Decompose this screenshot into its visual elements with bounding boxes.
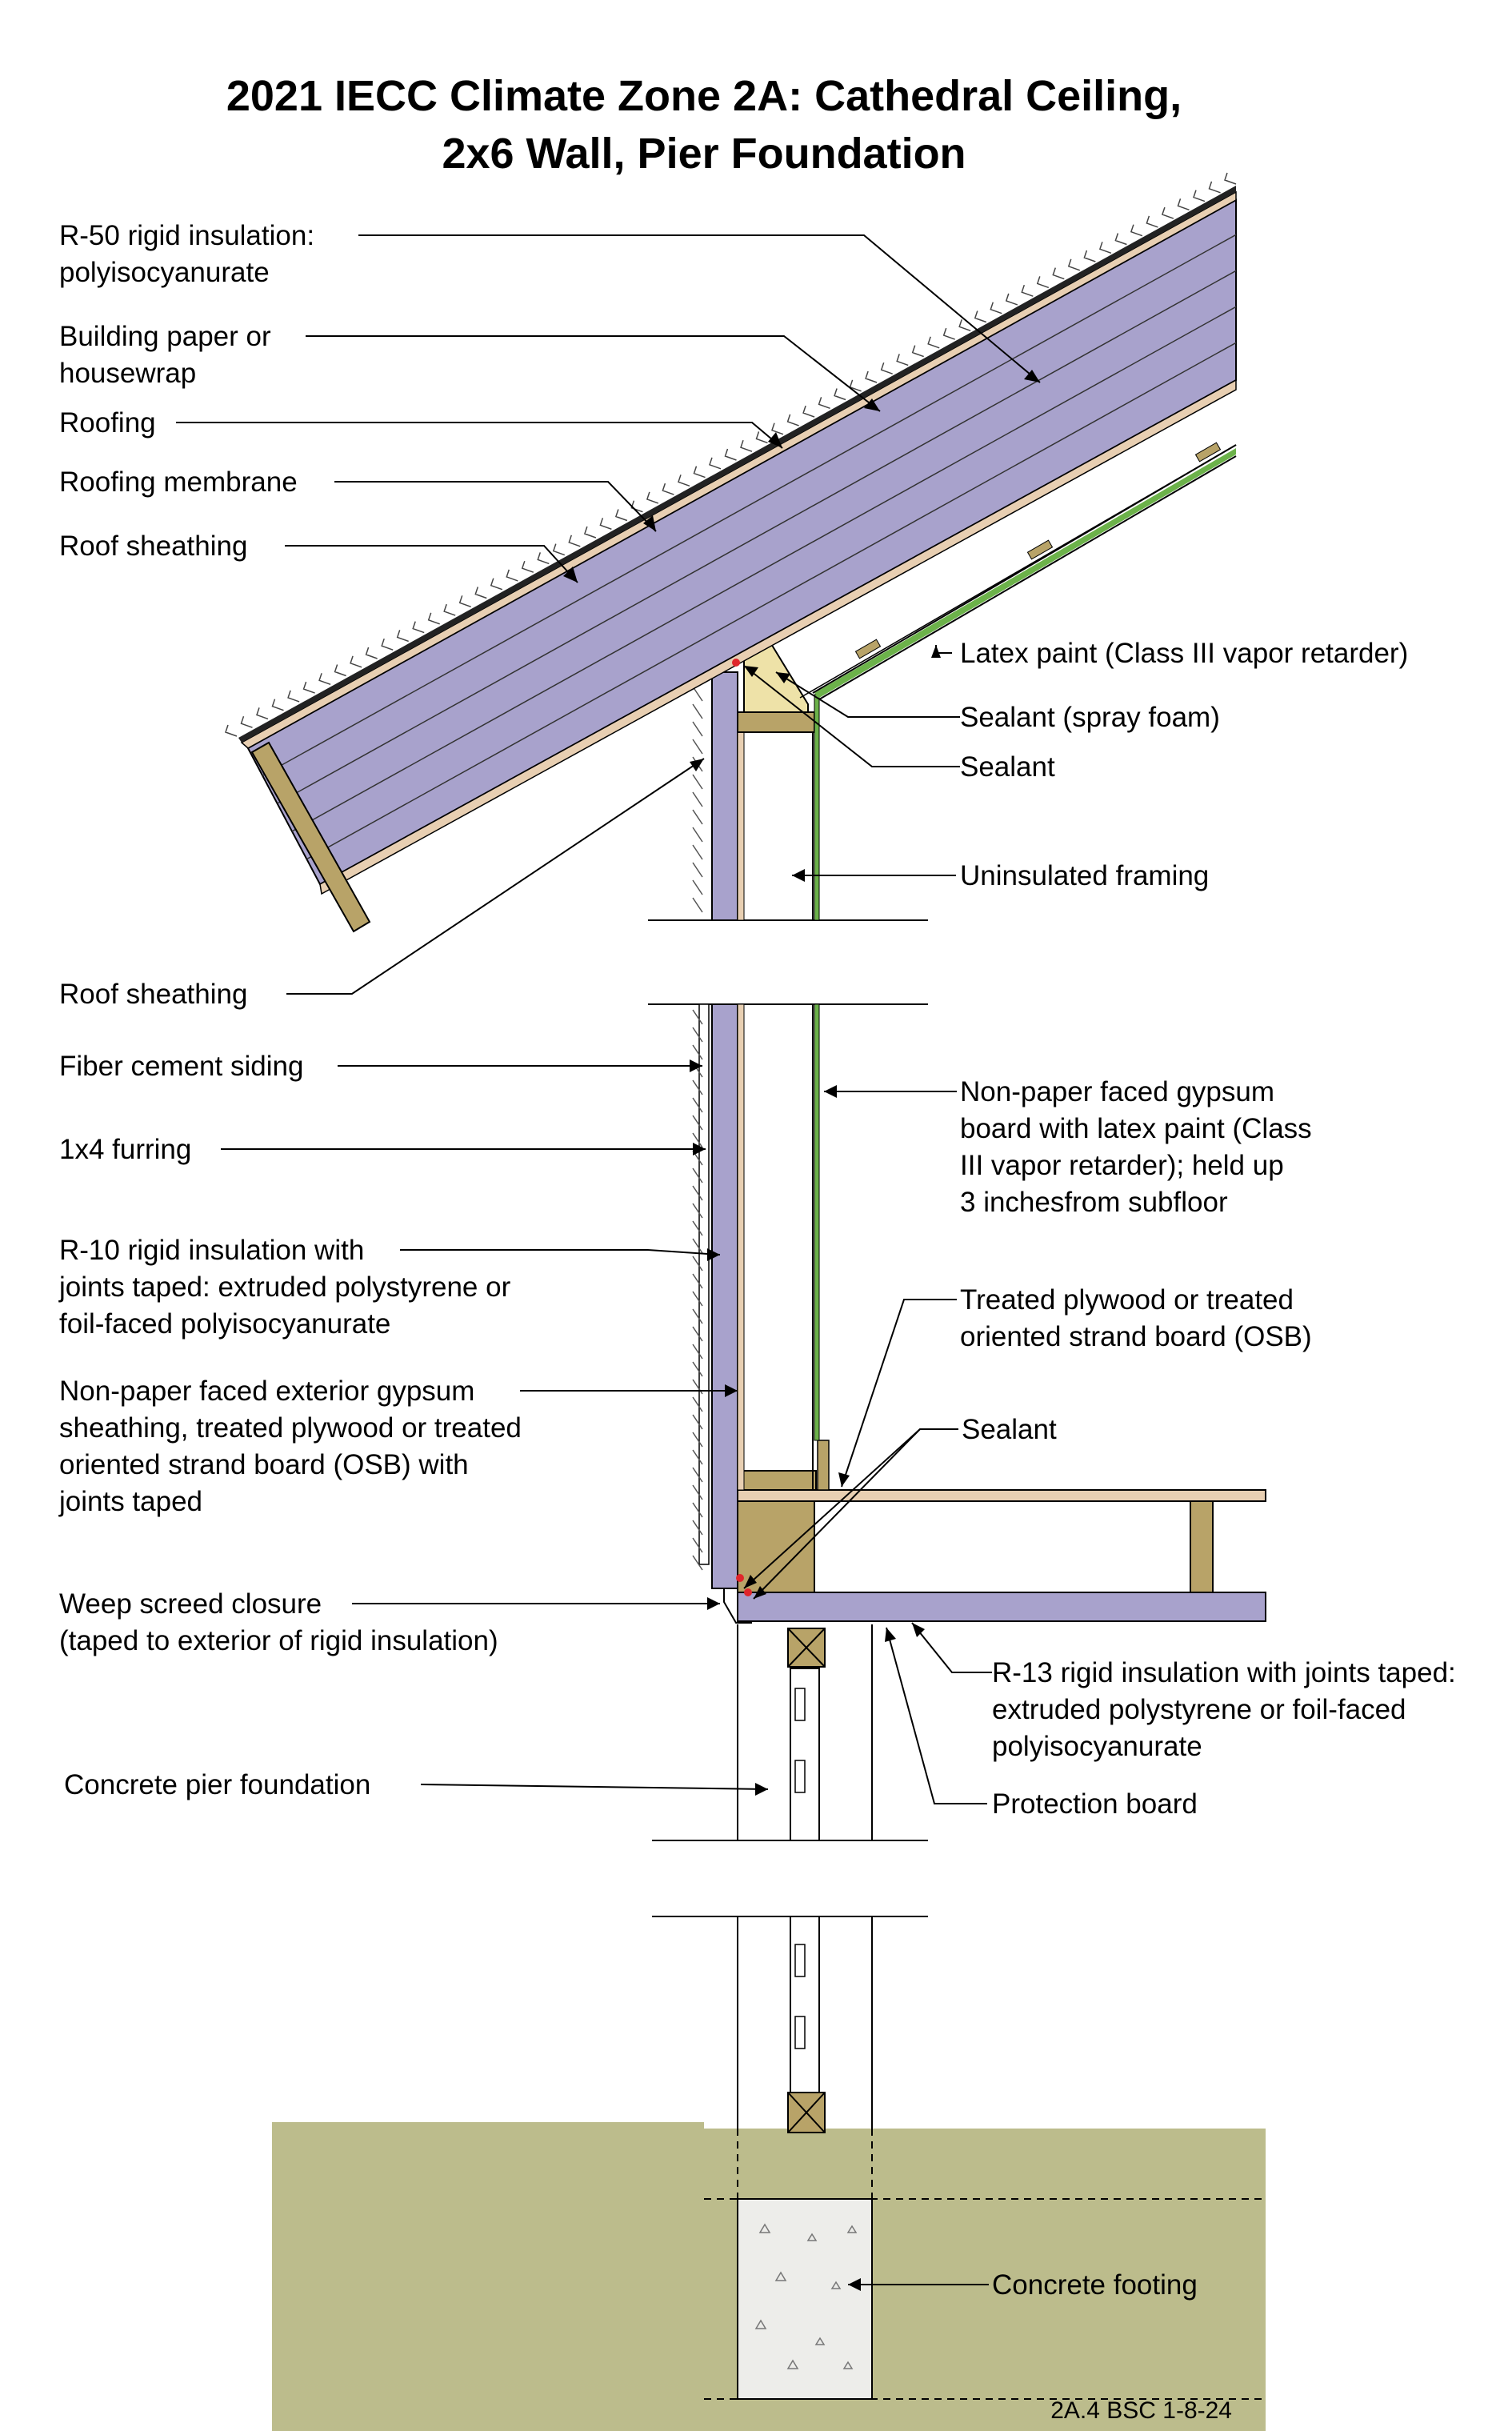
label-roof-sheathing-bottom: Roof sheathing [59,979,247,1010]
exterior-sheathing-upper [737,731,745,921]
floor-joist [1190,1500,1214,1593]
leader-r13 [911,1622,992,1673]
sill-plate [742,1470,817,1491]
label-sealant-spray-foam: Sealant (spray foam) [960,702,1220,733]
label-fiber-cement: Fiber cement siding [59,1051,303,1082]
leader-treated-plywood [841,1299,957,1488]
leader-building-paper [306,335,881,412]
leader-spray-foam [775,671,960,718]
r10-insulation-upper [711,671,738,921]
fiber-cement-siding-lower [692,1009,703,1571]
sealant-dot-bottom-1 [736,1574,744,1582]
leader-roof-sheathing-top [285,545,578,583]
leader-roof-sheathing-bottom [286,758,705,995]
interior-ceiling [799,442,1237,700]
roofing-membrane [238,186,1236,743]
drywall-bottom-block [817,1440,830,1491]
label-weep-screed: Weep screed closure(taped to exterior of… [59,1588,498,1656]
leader-arrowheads [563,370,1040,2291]
leader-protection-board [886,1627,987,1804]
weep-screed-flashing [723,1588,752,1624]
fiber-cement-siding-upper [692,686,703,913]
wall-lower [648,1003,928,1589]
r13-insulation [737,1592,1266,1622]
leader-r10 [400,1249,721,1256]
label-protection-board: Protection board [992,1788,1198,1820]
label-roofing-membrane: Roofing membrane [59,467,298,498]
leader-r50 [358,234,1041,383]
roof-assembly [225,172,1237,933]
label-r50: R-50 rigid insulation:polyisocyanurate [59,220,314,288]
roofing-shingles [225,172,1237,737]
label-uninsulated-framing: Uninsulated framing [960,860,1209,891]
exterior-sheathing-lower [737,1003,745,1491]
sealant-dot-bottom-2 [744,1588,752,1596]
leader-roofing [176,422,783,449]
leader-sealant-top [743,665,960,767]
sealant-dot-top [732,659,740,667]
concrete-pier-upper [652,1624,928,1841]
label-sealant-bottom: Sealant [962,1414,1057,1445]
leader-pier-foundation [420,1784,769,1790]
label-furring: 1x4 furring [59,1134,191,1165]
callout-labels: R-50 rigid insulation:polyisocyanurate B… [58,220,1456,2301]
fascia-board [250,741,371,933]
footing-aggregate [754,2223,858,2369]
drawing-reference-code: 2A.4 BSC 1-8-24 [1050,2397,1232,2424]
top-plate [737,711,815,733]
label-roof-sheathing-top: Roof sheathing [59,531,247,562]
floor-assembly [723,1440,1266,1624]
label-roofing: Roofing [59,407,156,439]
diagram-title-line-1: 2021 IECC Climate Zone 2A: Cathedral Cei… [226,72,1182,120]
leader-roofing-membrane [334,481,657,532]
soil-slope [272,2122,704,2170]
drywall-upper [814,694,820,921]
drywall-lower [814,1003,820,1441]
label-pier-foundation: Concrete pier foundation [64,1769,370,1800]
roof-sheathing-under [319,378,1237,895]
leader-sealant-bottom-b [753,1428,921,1600]
label-r13: R-13 rigid insulation with joints taped:… [992,1657,1456,1762]
r10-insulation-lower [711,1003,738,1589]
label-sealant-top: Sealant [960,751,1055,783]
subfloor [737,1489,1266,1502]
diagram-title-line-2: 2x6 Wall, Pier Foundation [442,130,966,178]
rim-joist [737,1500,815,1593]
label-concrete-footing: Concrete footing [992,2269,1198,2301]
concrete-pier-lower [652,1916,928,2133]
label-latex-paint: Latex paint (Class III vapor retarder) [960,638,1408,669]
